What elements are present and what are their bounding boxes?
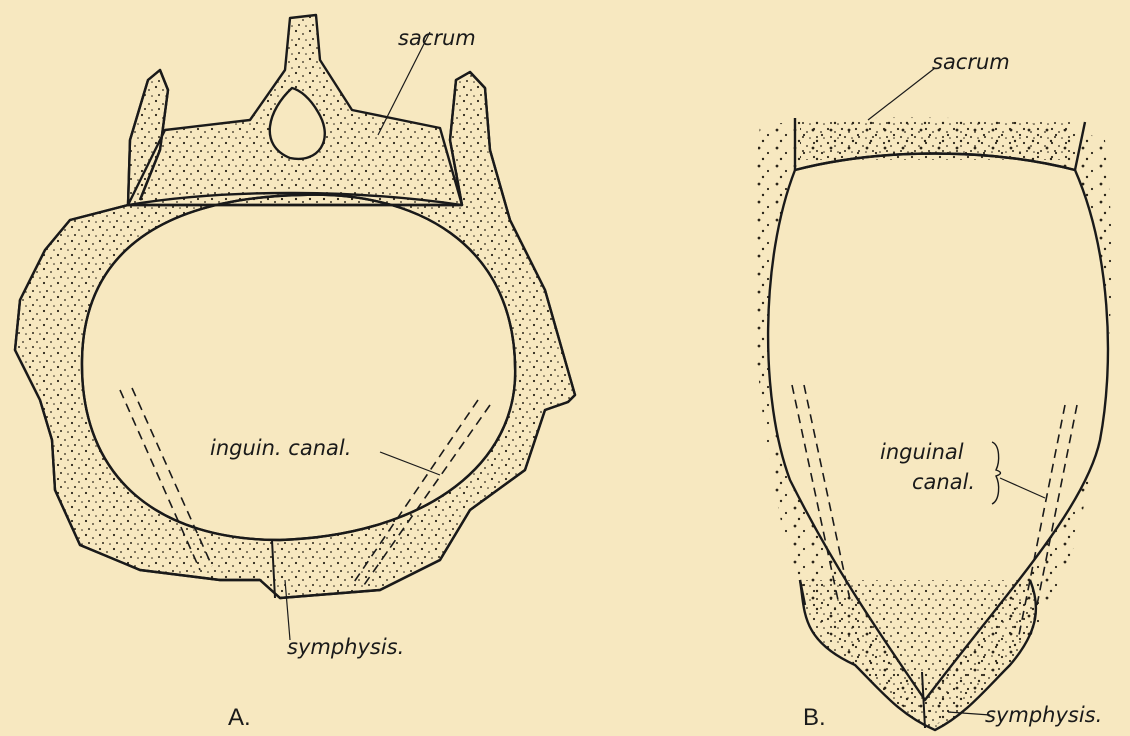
label-symphysis-a: symphysis.: [287, 637, 404, 658]
label-sacrum-a: sacrum: [398, 28, 476, 49]
label-inguinal-b-line2: canal.: [912, 472, 975, 493]
label-symphysis-b: symphysis.: [985, 705, 1102, 726]
label-inguinal-b-line1: inguinal: [880, 442, 964, 463]
caption-a: A.: [228, 706, 251, 730]
caption-b: B.: [803, 706, 826, 730]
pelvis-b: [753, 68, 1111, 730]
label-inguinal-canal-a: inguin. canal.: [210, 438, 351, 459]
label-sacrum-b: sacrum: [932, 52, 1010, 73]
pelvis-a: [15, 15, 575, 640]
pelvic-brim-a: [82, 195, 515, 540]
